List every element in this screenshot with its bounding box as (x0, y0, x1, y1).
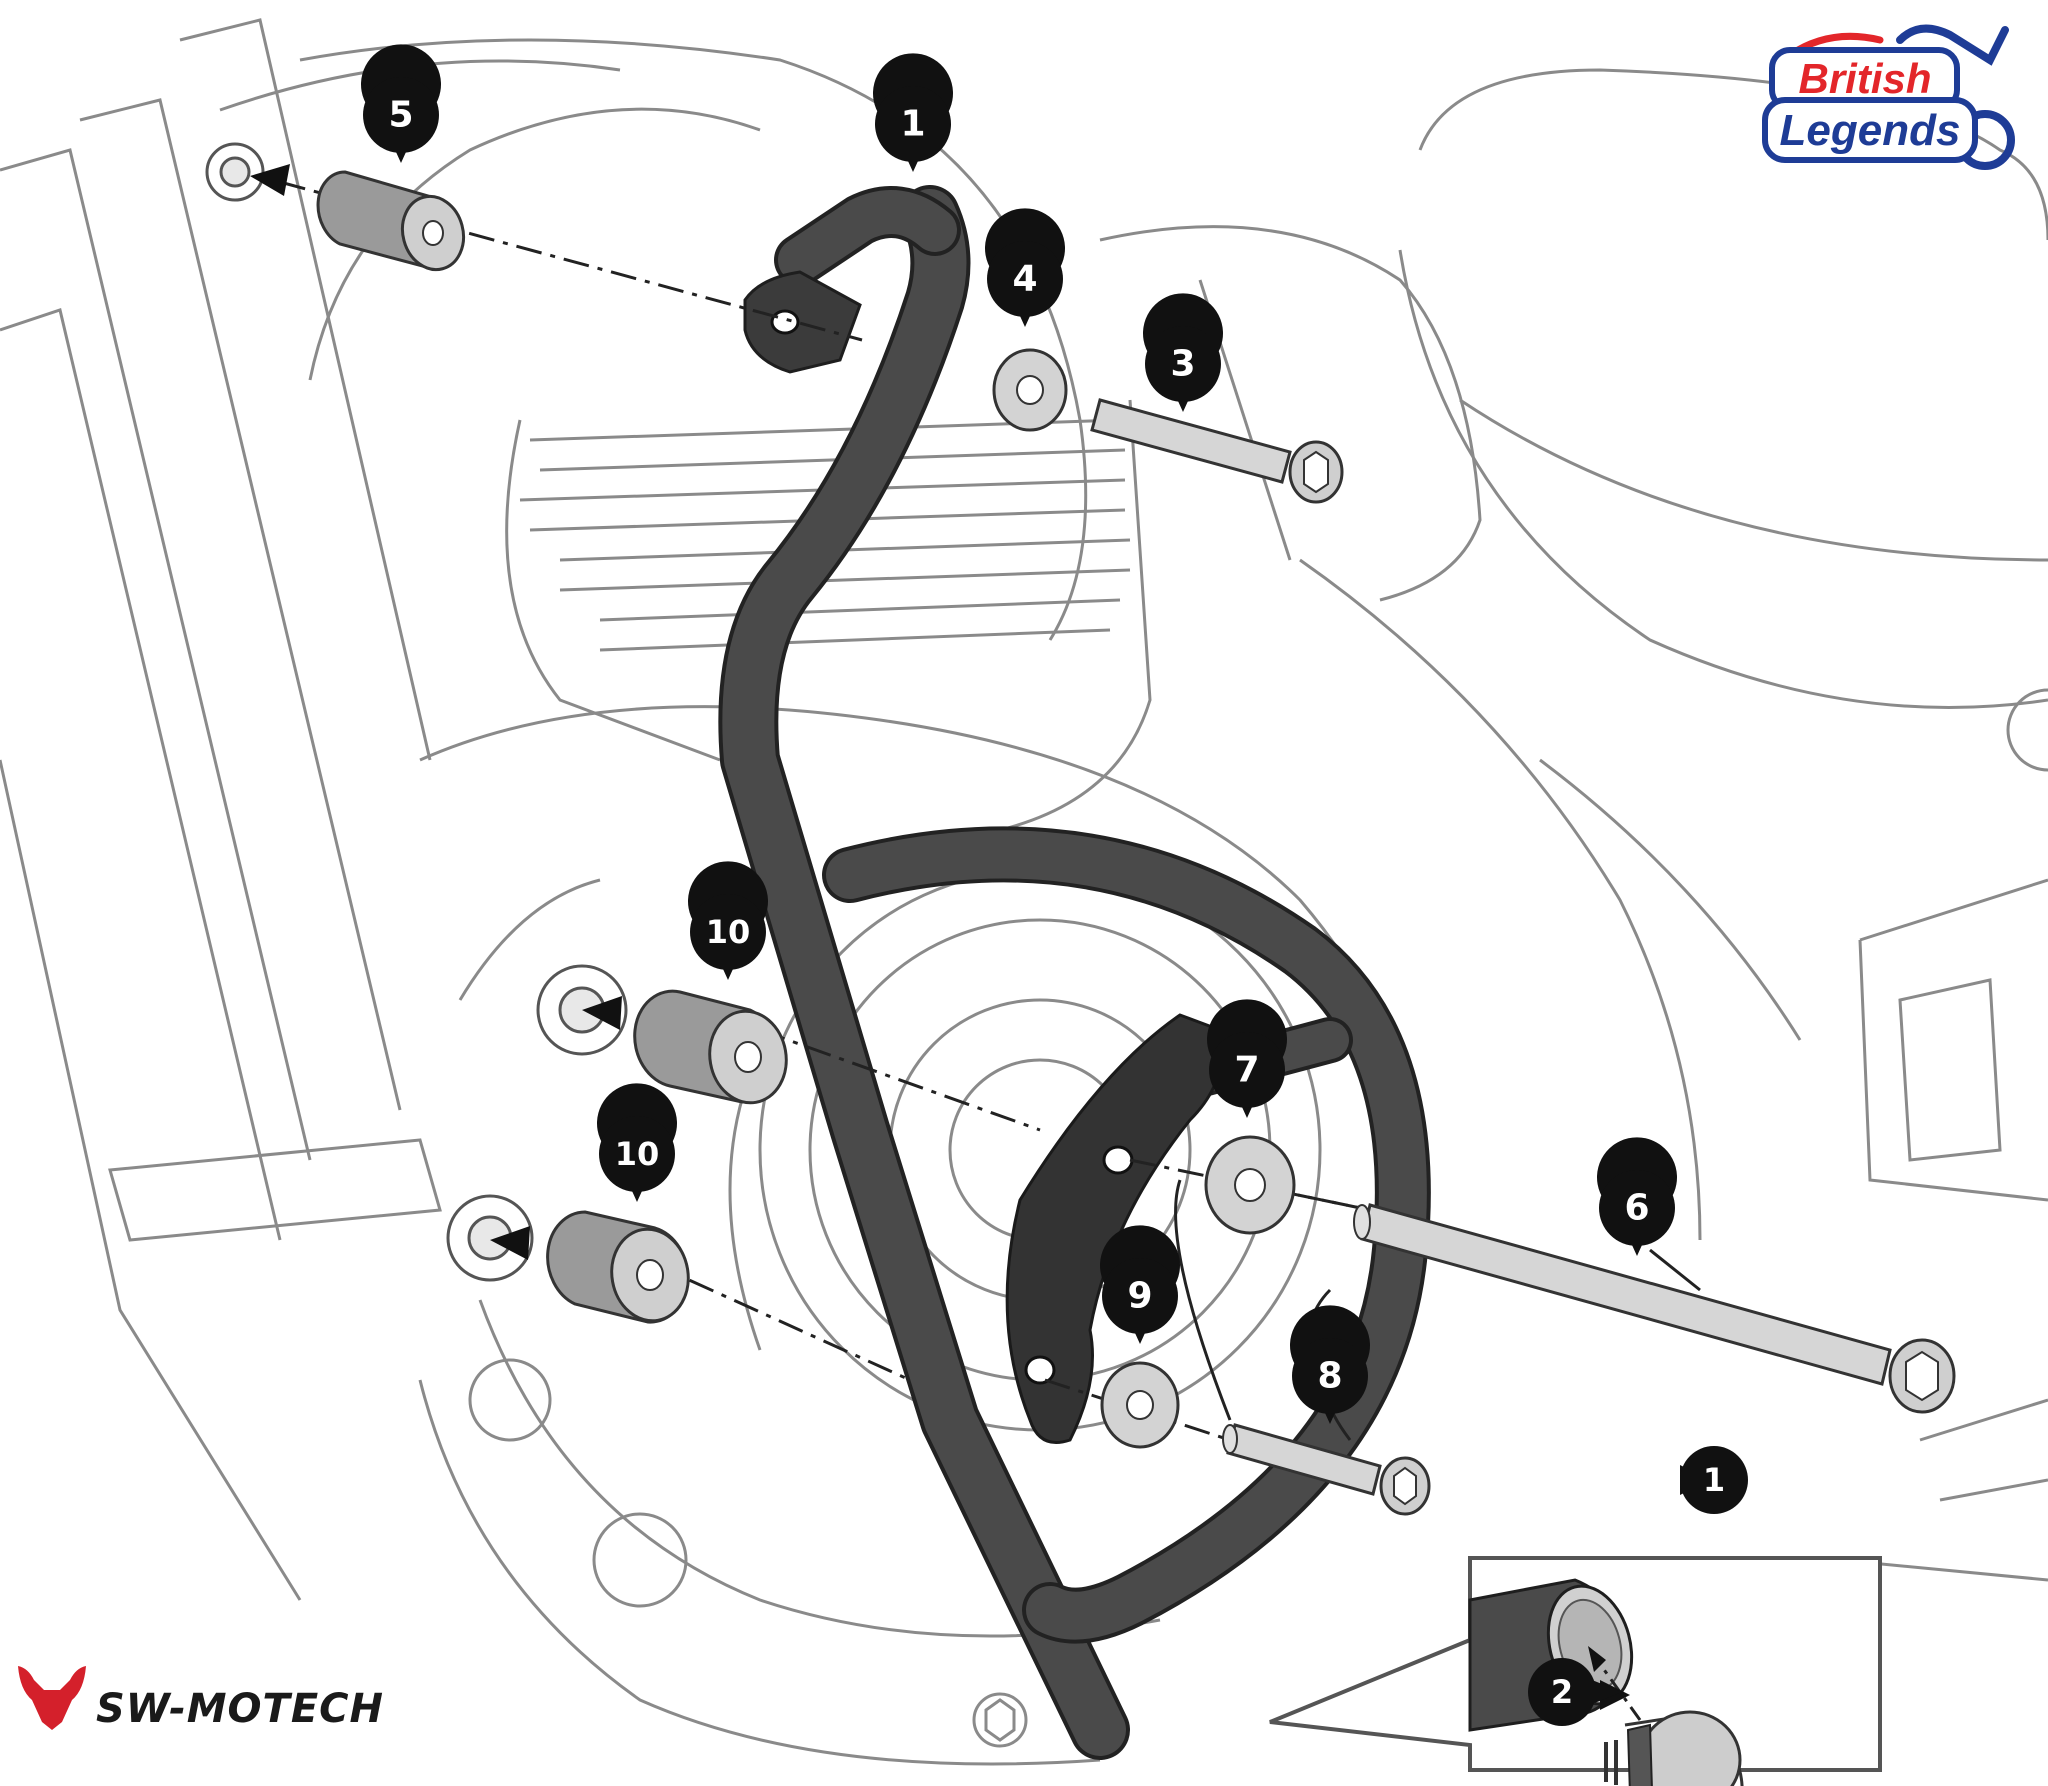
callout-marker: 1 (1680, 1446, 1748, 1514)
brand-logo-line2: Legends (1780, 106, 1961, 155)
callout-marker: 7 (1207, 999, 1287, 1118)
callout-label-10-upper: 10 (706, 913, 751, 951)
callout-marker: 6 (1597, 1137, 1677, 1256)
washer-lower (1100, 1361, 1180, 1449)
callout-label-inset-2: 2 (1551, 1673, 1573, 1711)
callout-label-6: 6 (1624, 1188, 1649, 1229)
maker-logo-text: SW-MOTECH (96, 1686, 384, 1732)
bolt-long (1353, 1203, 1956, 1414)
callout-marker: 1 (872, 53, 954, 172)
crash-bar (718, 185, 1431, 1760)
callout-label-8: 8 (1317, 1356, 1342, 1397)
callout-marker: 5 (361, 44, 442, 163)
callout-label-7: 7 (1234, 1050, 1259, 1091)
frame-mounting-holes (205, 142, 628, 1282)
callout-label-3: 3 (1170, 344, 1195, 385)
bull-head-icon (18, 1666, 86, 1730)
callout-marker: 4 (984, 208, 1065, 327)
bolt-upper (1090, 398, 1344, 504)
spacer-upper (316, 170, 466, 272)
callout-marker: 3 (1143, 293, 1223, 412)
british-legends-logo: British Legends (1762, 24, 2015, 170)
callout-marker: 2 (1528, 1658, 1630, 1726)
washer-middle (1204, 1135, 1296, 1235)
callout-marker: 10 (597, 1083, 677, 1202)
callout-marker: 8 (1290, 1305, 1371, 1424)
sw-motech-logo: SW-MOTECH (18, 1666, 384, 1732)
callout-marker: 10 (688, 861, 769, 980)
washer-upper (992, 348, 1068, 432)
callout-label-10-lower: 10 (615, 1135, 660, 1173)
callout-label-5: 5 (388, 95, 413, 136)
brand-logo-line1: British (1798, 55, 1931, 102)
callout-label-9: 9 (1127, 1276, 1152, 1317)
insertion-arrows (250, 164, 622, 1260)
spacer-lower (546, 1210, 690, 1324)
bolt-lower (1222, 1423, 1431, 1516)
callout-label-1: 1 (900, 104, 925, 145)
spacer-middle (633, 989, 788, 1105)
callout-label-inset-1: 1 (1703, 1461, 1725, 1499)
callout-marker: 9 (1100, 1225, 1180, 1344)
callout-markers: 1 3 4 5 6 7 8 (361, 44, 1748, 1726)
callout-label-4: 4 (1012, 259, 1037, 300)
